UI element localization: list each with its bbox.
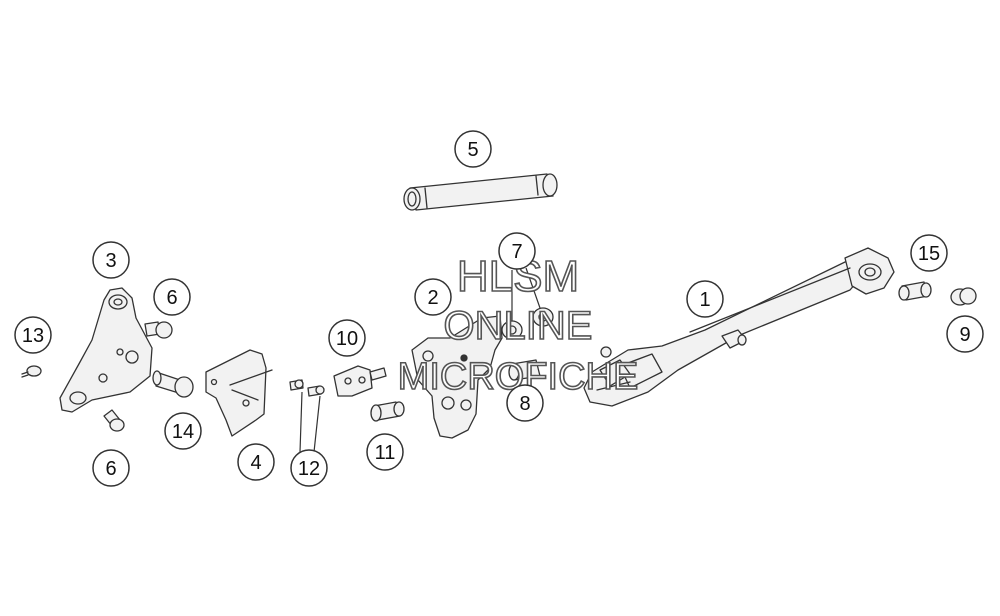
callout-10-label: 10	[336, 328, 358, 350]
small-screw-part	[21, 365, 42, 378]
callout-14-label: 14	[172, 421, 194, 443]
callout-4-circle	[237, 443, 275, 481]
bushing-part	[370, 401, 405, 422]
callout-4-label: 4	[250, 452, 261, 474]
pivot-tube-part	[403, 173, 558, 211]
screw-part-6-top	[144, 321, 173, 339]
callout-15-label: 15	[918, 243, 940, 265]
callout-10-circle	[328, 319, 366, 357]
callout-13-label: 13	[22, 325, 44, 347]
callout-7-label: 7	[511, 241, 522, 263]
callout-11[interactable]: 11	[366, 433, 404, 471]
side-stand-switch-part	[333, 365, 387, 397]
callout-11-label: 11	[375, 442, 396, 464]
callout-15-circle	[910, 234, 948, 272]
callout-2-circle	[414, 278, 452, 316]
side-stand-leg-part	[583, 247, 895, 407]
callout-14-circle	[164, 412, 202, 450]
callout-1-label: 1	[699, 289, 710, 311]
callout-13-circle	[14, 316, 52, 354]
leader-line-7b	[525, 267, 541, 309]
callout-9[interactable]: 9	[946, 315, 984, 353]
bolt-part	[152, 370, 194, 398]
callout-1[interactable]: 1	[686, 280, 724, 318]
leader-lines	[299, 267, 541, 453]
stud-part	[508, 359, 541, 381]
mounting-plate-part	[411, 315, 503, 439]
callout-6-bottom[interactable]: 6	[92, 449, 130, 487]
callout-12-label: 12	[298, 458, 320, 480]
callout-14[interactable]: 14	[164, 412, 202, 450]
callout-3-label: 3	[105, 250, 116, 272]
callout-6-bottom-circle	[92, 449, 130, 487]
callout-9-label: 9	[959, 324, 970, 346]
callout-13[interactable]: 13	[14, 316, 52, 354]
callout-7[interactable]: 7	[498, 232, 536, 270]
callout-10[interactable]: 10	[328, 319, 366, 357]
spacer-part	[898, 281, 932, 301]
callout-5-label: 5	[467, 139, 478, 161]
callout-7-circle	[498, 232, 536, 270]
support-bracket-part	[59, 287, 153, 413]
callout-2-label: 2	[427, 287, 438, 309]
leader-line-12b	[313, 395, 321, 453]
callout-2[interactable]: 2	[414, 278, 452, 316]
small-screws-part	[289, 379, 325, 397]
callout-8[interactable]: 8	[506, 384, 544, 422]
callout-4[interactable]: 4	[237, 443, 275, 481]
callout-6-top-label: 6	[166, 287, 177, 309]
callout-6-top-circle	[153, 278, 191, 316]
screw-part-6-bottom	[103, 409, 125, 432]
callout-3-circle	[92, 241, 130, 279]
callout-labels: 1 2 3 4 5 6 6 7	[14, 130, 984, 487]
callout-9-circle	[946, 315, 984, 353]
sensor-bracket-part	[205, 349, 273, 437]
callout-12-circle	[290, 449, 328, 487]
callout-5[interactable]: 5	[454, 130, 492, 168]
nuts-part	[501, 307, 554, 340]
callout-15[interactable]: 15	[910, 234, 948, 272]
watermark-line-2: ONLINE	[444, 304, 593, 348]
callout-6-top[interactable]: 6	[153, 278, 191, 316]
callout-6-bottom-label: 6	[105, 458, 116, 480]
callout-12[interactable]: 12	[290, 449, 328, 487]
callout-3[interactable]: 3	[92, 241, 130, 279]
callout-1-circle	[686, 280, 724, 318]
leader-line-12a	[299, 391, 303, 453]
callout-5-circle	[454, 130, 492, 168]
callout-11-circle	[366, 433, 404, 471]
rubber-pad-part	[950, 287, 977, 306]
watermark: HLSM ONLINE MICROFICHE	[397, 251, 639, 399]
callout-8-label: 8	[519, 393, 530, 415]
callout-8-circle	[506, 384, 544, 422]
